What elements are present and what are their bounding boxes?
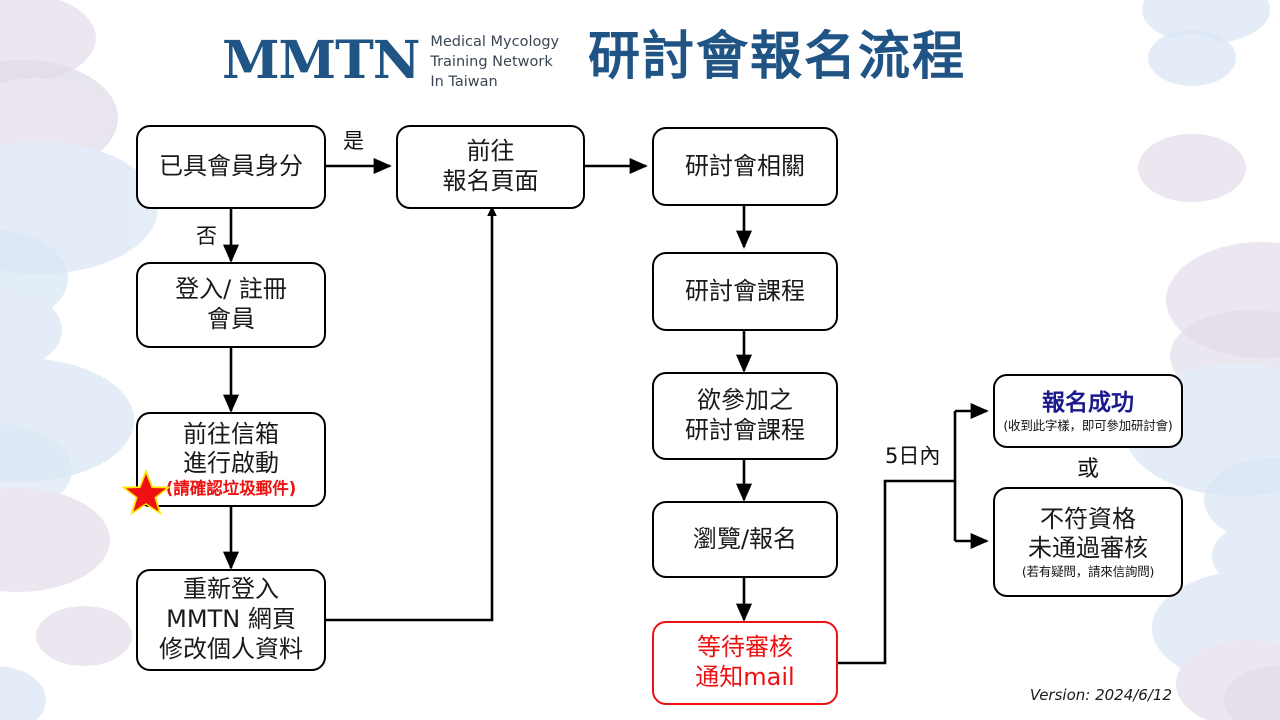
node-await-review-line-2: 通知mail: [695, 663, 795, 691]
node-await-review-line-1: 等待審核: [697, 633, 793, 662]
node-await-review[interactable]: 等待審核 通知mail: [652, 621, 838, 705]
node-rejected-line-1: 不符資格: [1040, 504, 1136, 533]
logo-tagline: Medical Mycology Training Network In Tai…: [430, 32, 559, 92]
node-seminar-course[interactable]: 研討會課程: [652, 252, 838, 331]
node-register-line-2: 會員: [207, 305, 255, 333]
node-relogin-line-1: 重新登入: [183, 575, 279, 604]
page-title: 研討會報名流程: [588, 27, 967, 87]
edge-label-yes: 是: [343, 129, 364, 153]
edge-label-or: 或: [1077, 457, 1100, 482]
warning-star-icon: [121, 469, 171, 516]
slide-header: MMTN Medical Mycology Training Network I…: [0, 0, 1280, 110]
node-rejected-note: (若有疑問，請來信詢問): [1021, 564, 1155, 579]
mmtn-logo: MMTN Medical Mycology Training Network I…: [222, 30, 559, 92]
node-signup-page-line-1: 前往: [466, 137, 515, 166]
node-member-check-line-1: 已具會員身分: [159, 152, 303, 181]
node-relogin-line-2: MMTN 網頁: [166, 605, 296, 634]
node-relogin[interactable]: 重新登入 MMTN 網頁 修改個人資料: [136, 569, 326, 671]
node-seminar-related[interactable]: 研討會相關: [652, 127, 838, 206]
node-register-line-1: 登入/ 註冊: [175, 275, 287, 304]
node-desired-course-line-2: 研討會課程: [685, 416, 805, 444]
node-register[interactable]: 登入/ 註冊 會員: [136, 262, 326, 348]
logo-tagline-line-2: Training Network: [430, 54, 553, 70]
node-success-note: (收到此字樣，即可參加研討會): [1003, 417, 1173, 433]
node-desired-course[interactable]: 欲參加之 研討會課程: [652, 372, 838, 460]
edge-label-no: 否: [196, 224, 217, 248]
node-browse-signup-line-1: 瀏覽/報名: [692, 524, 798, 553]
node-seminar-course-line-1: 研討會課程: [685, 276, 805, 305]
node-success-title: 報名成功: [1042, 389, 1134, 416]
edge-label-within-five-days: 5日內: [885, 444, 941, 468]
node-activate-mail-line-1: 前往信箱: [183, 419, 279, 448]
version-label: Version: 2024/6/12: [1029, 686, 1172, 704]
logo-wordmark: MMTN: [222, 30, 420, 91]
node-seminar-related-line-1: 研討會相關: [685, 151, 805, 180]
node-activate-mail[interactable]: 前往信箱 進行啟動 (請確認垃圾郵件): [136, 412, 326, 507]
node-rejected[interactable]: 不符資格 未通過審核 (若有疑問，請來信詢問): [993, 487, 1183, 597]
node-rejected-line-2: 未通過審核: [1028, 534, 1148, 563]
node-desired-course-line-1: 欲參加之: [697, 386, 793, 415]
node-activate-mail-line-2: 進行啟動: [183, 449, 279, 478]
node-signup-page[interactable]: 前往 報名頁面: [396, 125, 585, 209]
node-browse-signup[interactable]: 瀏覽/報名: [652, 501, 838, 578]
node-success[interactable]: 報名成功 (收到此字樣，即可參加研討會): [993, 374, 1183, 448]
node-relogin-line-3: 修改個人資料: [159, 634, 303, 663]
logo-tagline-line-1: Medical Mycology: [430, 34, 560, 50]
node-activate-mail-note: (請確認垃圾郵件): [165, 479, 297, 499]
node-signup-page-line-2: 報名頁面: [442, 167, 539, 195]
node-member-check[interactable]: 已具會員身分: [136, 125, 326, 209]
logo-tagline-line-3: In Taiwan: [430, 74, 498, 90]
